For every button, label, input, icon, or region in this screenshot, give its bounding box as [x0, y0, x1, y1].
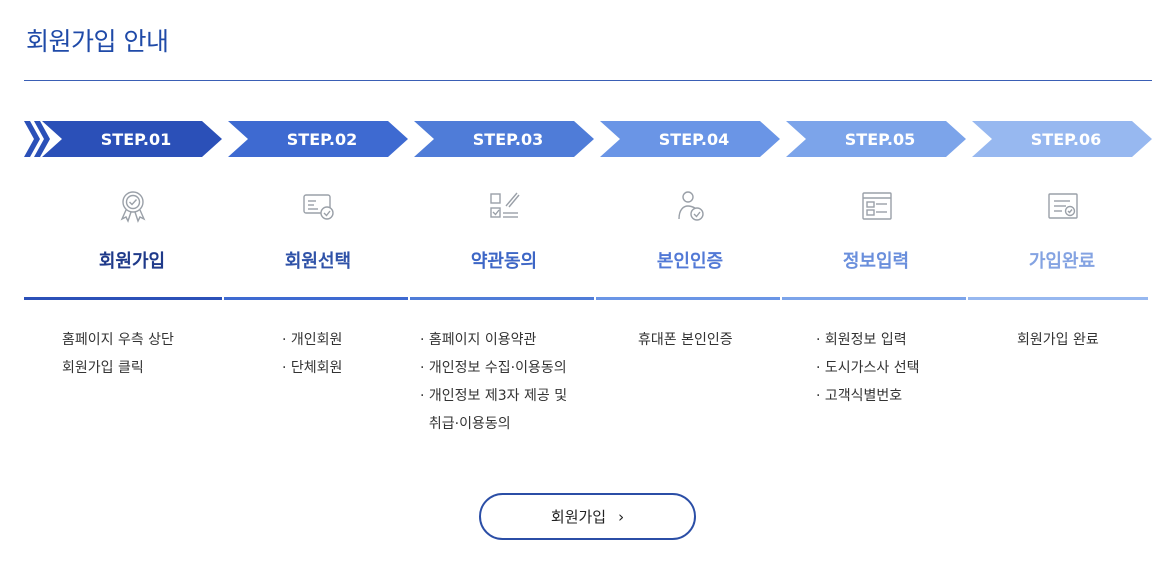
- step-2-description: · 개인회원 · 단체회원: [282, 326, 342, 382]
- step-2-name: 회원선택: [284, 251, 352, 272]
- step-6-label: STEP.06: [1030, 129, 1102, 149]
- award-icon: [120, 191, 146, 223]
- step-2-bar: [224, 297, 408, 300]
- step-3-line: · 개인정보 제3자 제공 및: [420, 388, 568, 404]
- step-3-line: · 개인정보 수집·이용동의: [420, 360, 567, 376]
- step-1-description: 홈페이지 우측 상단 회원가입 클릭: [62, 326, 174, 382]
- id-card-check-icon: [303, 194, 334, 220]
- step-6-arrow: STEP.06: [972, 121, 1152, 157]
- step-3-name: 약관동의: [470, 251, 538, 272]
- step-4-arrow: STEP.04: [600, 121, 780, 157]
- step-5-name: 정보입력: [842, 251, 910, 272]
- step-1-bar: [24, 297, 222, 300]
- title-divider: [24, 80, 1152, 81]
- step-5-description: · 회원정보 입력 · 도시가스사 선택 · 고객식별번호: [816, 326, 920, 410]
- step-6-description: 회원가입 완료: [1017, 326, 1099, 354]
- step-3: STEP.03 약관동의 · 홈페이지 이용약관 · 개인정보 수집·이용동의 …: [410, 121, 594, 441]
- step-5-arrow: STEP.05: [786, 121, 966, 157]
- step-6-name: 가입완료: [1028, 251, 1096, 272]
- signup-button-label: 회원가입: [550, 508, 607, 526]
- step-2: STEP.02 회원선택 · 개인회원 · 단체회원: [224, 121, 408, 441]
- chevron-right-icon: ›: [618, 507, 625, 526]
- signup-button[interactable]: 회원가입 ›: [479, 493, 696, 540]
- step-2-arrow: STEP.02: [228, 121, 408, 157]
- step-1-arrow: STEP.01: [42, 121, 222, 157]
- step-3-bar: [410, 297, 594, 300]
- step-6-line: 회원가입 완료: [1017, 332, 1099, 348]
- step-1: STEP.01 회원가입 홈페이지 우측 상단 회원가입 클릭: [24, 121, 222, 441]
- step-5-line: · 회원정보 입력: [816, 332, 907, 348]
- page-title: 회원가입 안내: [26, 27, 169, 56]
- step-2-line: · 개인회원: [282, 332, 343, 348]
- step-4-bar: [596, 297, 780, 300]
- step-2-label: STEP.02: [286, 129, 358, 149]
- step-4-description: 휴대폰 본인인증: [638, 326, 733, 354]
- user-verify-icon: [678, 191, 704, 221]
- step-6-bar: [968, 297, 1148, 300]
- lead-chevron-icon: [24, 121, 50, 157]
- step-5-line: · 도시가스사 선택: [816, 360, 920, 376]
- step-3-label: STEP.03: [472, 129, 544, 149]
- step-3-description: · 홈페이지 이용약관 · 개인정보 수집·이용동의 · 개인정보 제3자 제공…: [420, 326, 567, 438]
- form-window-icon: [862, 192, 892, 220]
- step-1-line: 홈페이지 우측 상단: [62, 332, 174, 348]
- step-4: STEP.04 본인인증 휴대폰 본인인증: [596, 121, 780, 441]
- step-4-name: 본인인증: [656, 251, 724, 272]
- document-check-icon: [1048, 193, 1078, 219]
- steps-row: STEP.01 회원가입 홈페이지 우측 상단 회원가입 클릭 STEP.02: [0, 121, 1165, 441]
- step-1-line: 회원가입 클릭: [62, 360, 144, 376]
- step-5-label: STEP.05: [844, 129, 916, 149]
- step-4-label: STEP.04: [658, 129, 730, 149]
- step-6: STEP.06 가입완료 회원가입 완료: [968, 121, 1152, 441]
- step-5-line: · 고객식별번호: [816, 388, 903, 404]
- step-1-label: STEP.01: [100, 129, 172, 149]
- step-5: STEP.05 정보입력 · 회원정보 입력 · 도시가스사 선택 · 고객식별…: [782, 121, 966, 441]
- step-3-line: · 홈페이지 이용약관: [420, 332, 537, 348]
- step-1-name: 회원가입: [98, 251, 166, 272]
- step-2-line: · 단체회원: [282, 360, 343, 376]
- step-4-line: 휴대폰 본인인증: [638, 332, 733, 348]
- step-3-line: 취급·이용동의: [420, 416, 511, 432]
- step-3-arrow: STEP.03: [414, 121, 594, 157]
- agreement-checklist-icon: [490, 192, 520, 218]
- step-5-bar: [782, 297, 966, 300]
